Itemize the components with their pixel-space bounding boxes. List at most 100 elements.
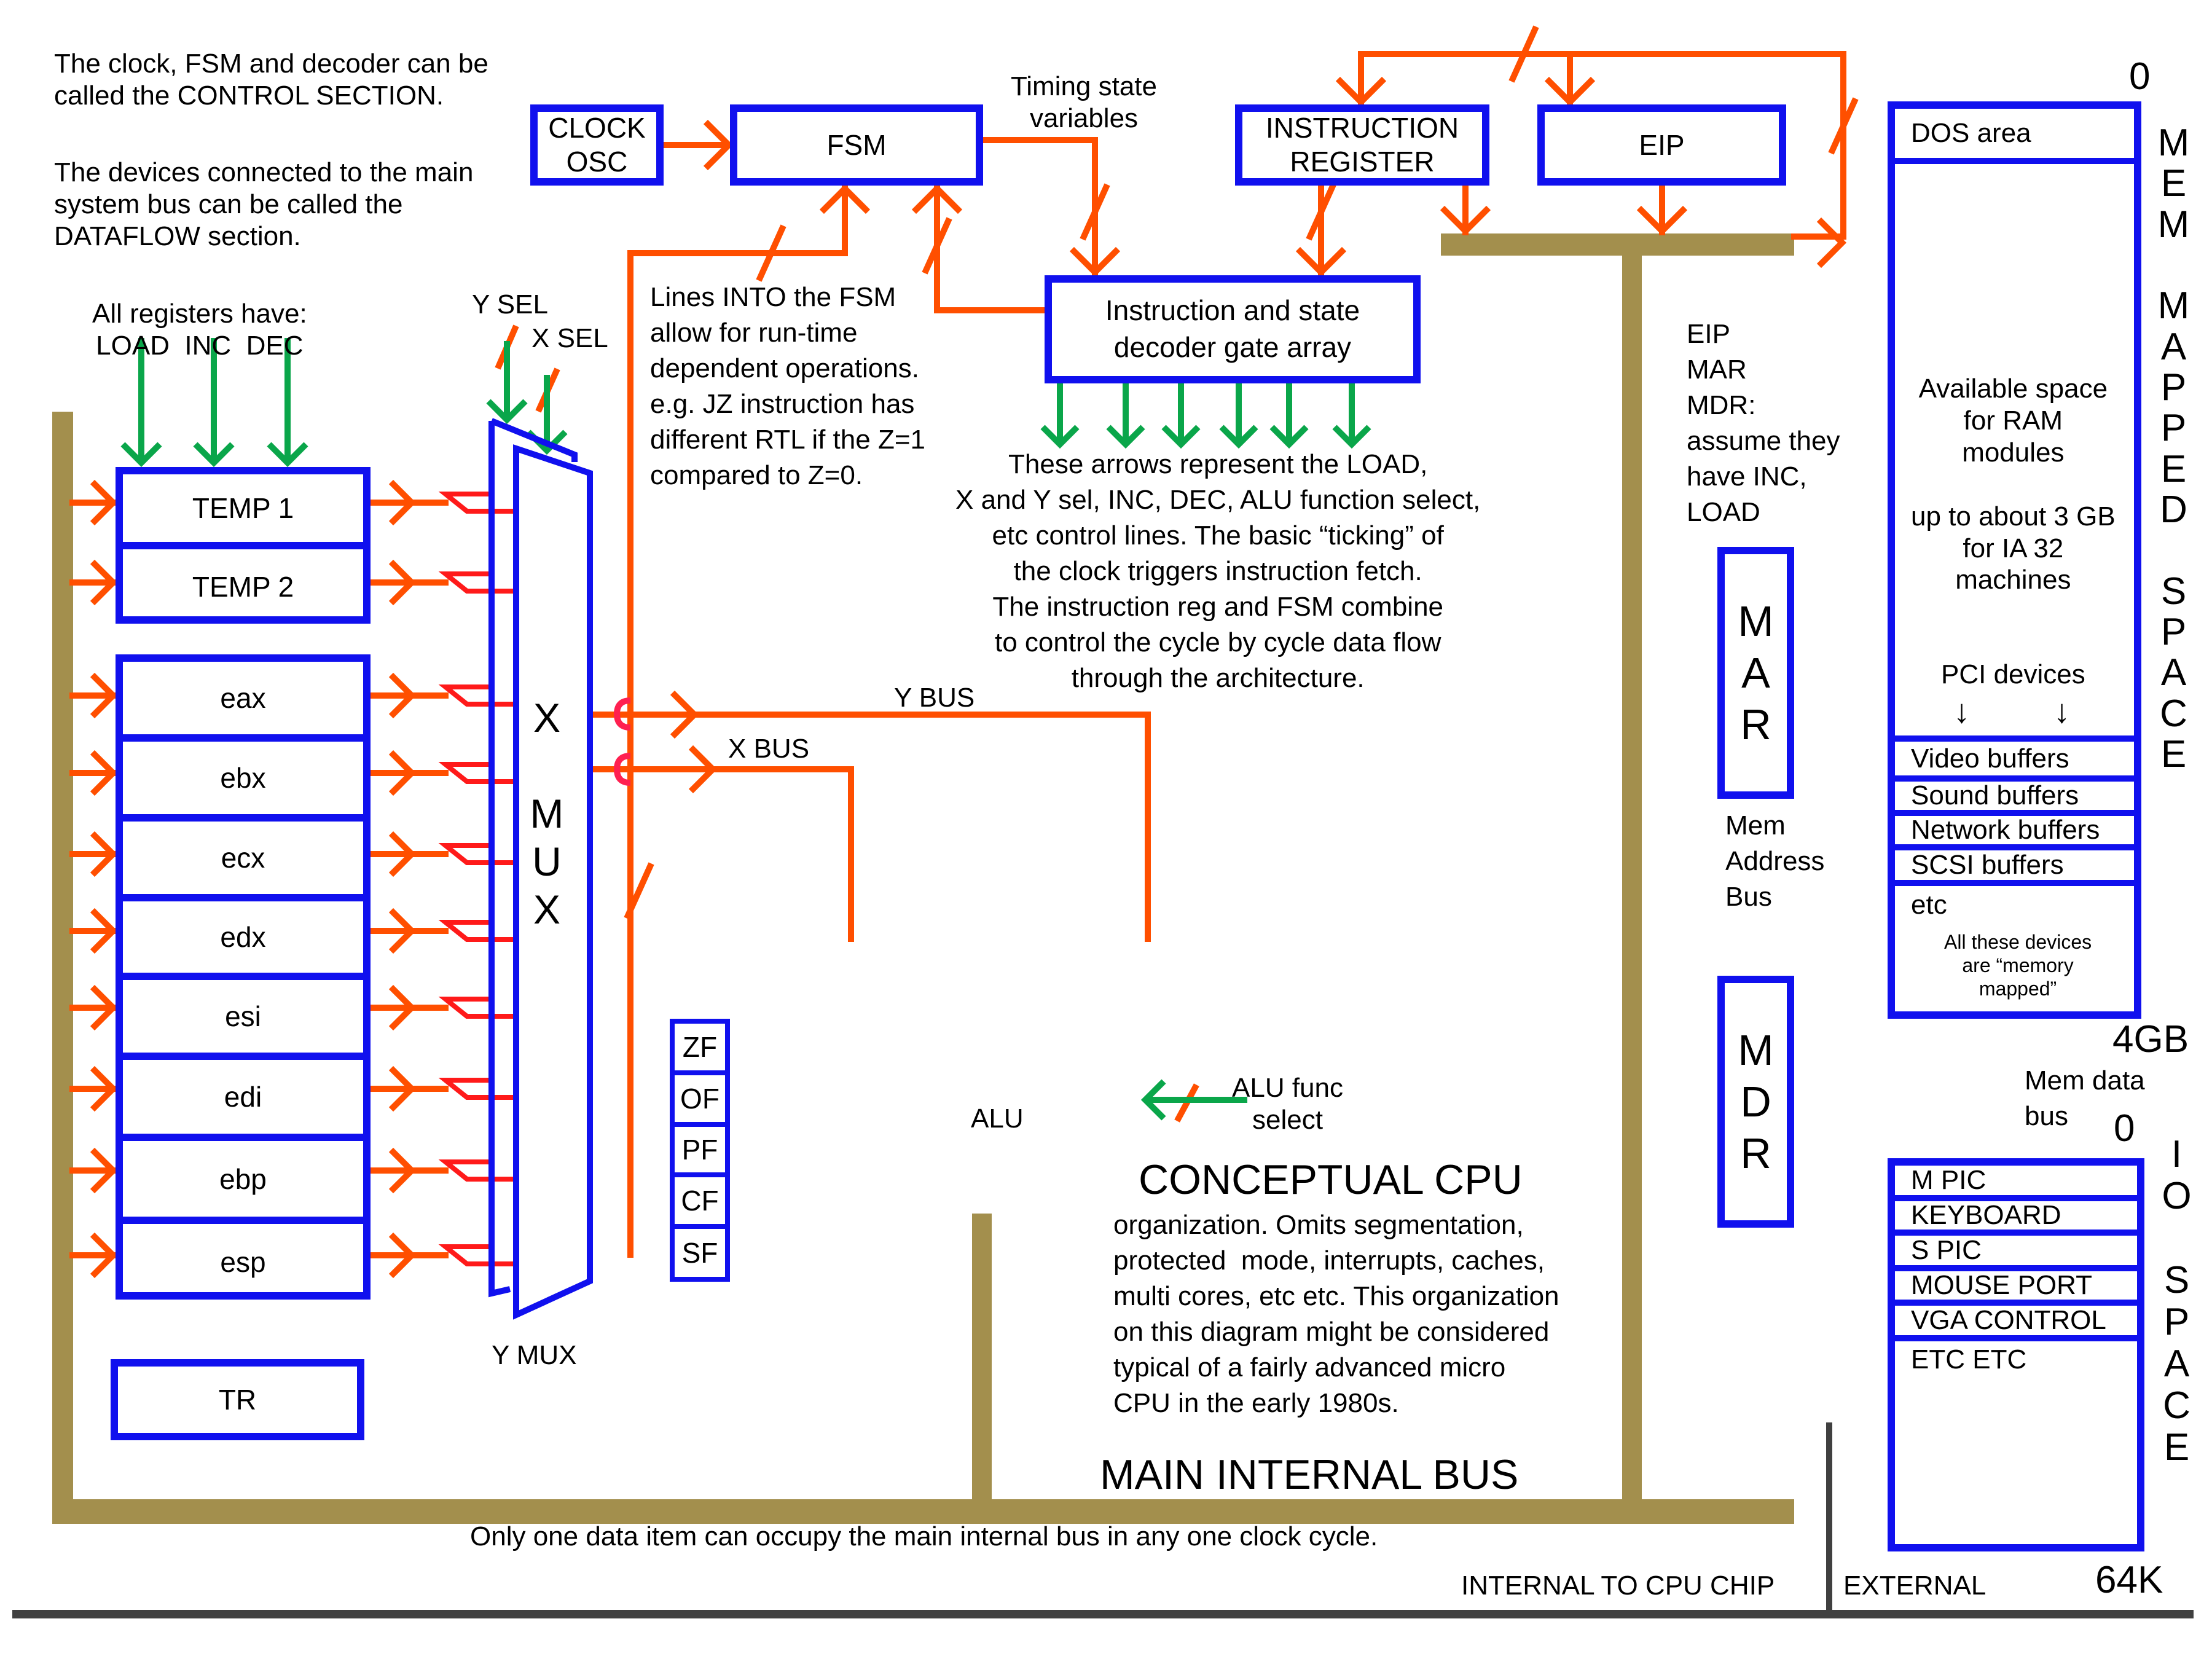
registers-have-note: All registers have: LOAD INC DEC xyxy=(92,299,307,361)
arrowhead-icon xyxy=(388,559,417,606)
alu-helper xyxy=(765,935,1002,1062)
lines-into-fsm-note: Lines INTO the FSM allow for run-time de… xyxy=(650,282,925,491)
alu-helper xyxy=(765,935,1003,1062)
control-arrow-icon xyxy=(1219,425,1258,449)
fsm-box: FSM xyxy=(730,104,983,186)
control-arrow-icon xyxy=(1332,425,1371,449)
io-keyboard: KEYBOARD xyxy=(1895,1200,2137,1236)
alu-helper xyxy=(765,935,1003,1062)
alu-helper xyxy=(765,935,1003,1062)
register-temp2: TEMP 2 xyxy=(192,570,294,603)
decoder-to-fsm-wire xyxy=(934,184,1048,313)
memory-map: DOS area Available space for RAM modules… xyxy=(1888,101,2141,1019)
arrowhead-icon xyxy=(90,559,118,606)
mem-pci-devices: PCI devices xyxy=(1941,659,2085,689)
mux-input-tick xyxy=(438,920,516,942)
x-sel-label: X SEL xyxy=(531,323,608,353)
alu-helper xyxy=(765,935,1003,1063)
register-eax: eax xyxy=(123,662,363,742)
io-map-end: 64K xyxy=(2095,1559,2163,1601)
io-mouse-port: MOUSE PORT xyxy=(1895,1270,2137,1306)
conceptual-cpu-title: CONCEPTUAL CPU xyxy=(1139,1156,1523,1203)
y-mux-outline xyxy=(490,418,578,462)
arrowhead-icon xyxy=(90,831,118,877)
control-arrow-icon xyxy=(1040,425,1080,449)
arrowhead-icon xyxy=(90,1232,118,1279)
alu-helper xyxy=(765,935,1003,1062)
alu-helper xyxy=(765,935,1003,1062)
alu-helper xyxy=(765,935,1003,1062)
arrowhead-icon xyxy=(1440,205,1491,236)
chip-boundary-vertical xyxy=(1826,1422,1832,1613)
dataflow-section-note: The devices connected to the main system… xyxy=(54,157,474,251)
arrowhead-icon xyxy=(703,119,734,171)
mar-box: M A R xyxy=(1717,547,1794,799)
alu-helper xyxy=(765,935,1003,1063)
x-bus-label: X BUS xyxy=(728,734,810,764)
control-arrow-icon xyxy=(193,442,235,468)
mem-scsi-buffers: SCSI buffers xyxy=(1895,850,2134,886)
alu-helper xyxy=(765,935,1003,1062)
flag-of: OF xyxy=(675,1075,725,1127)
arrowhead-icon xyxy=(90,750,118,796)
control-arrow-icon xyxy=(267,442,308,468)
mem-network-buffers: Network buffers xyxy=(1895,815,2134,850)
register-esp: esp xyxy=(220,1245,266,1278)
alu-helper xyxy=(765,935,1003,1062)
arrowhead-icon xyxy=(388,831,417,877)
bus-width-slash xyxy=(1508,25,1539,83)
io-map-start: 0 xyxy=(2114,1107,2135,1150)
tr-register-box: TR xyxy=(111,1359,364,1440)
arrowhead-icon xyxy=(1816,217,1847,269)
y-bus-wire xyxy=(587,712,1151,942)
arrowhead-icon xyxy=(90,672,118,719)
alu-label: ALU xyxy=(971,1104,1024,1134)
control-lines xyxy=(120,338,1371,1121)
alu-helper xyxy=(765,935,1003,1062)
arrowhead-icon xyxy=(1295,246,1347,277)
io-etc: ETC ETC xyxy=(1911,1344,2027,1375)
main-bus-right-vertical xyxy=(1622,246,1642,1512)
y-sel-label: Y SEL xyxy=(472,289,548,320)
alu-helper xyxy=(765,935,1003,1062)
alu-helper xyxy=(765,935,1003,1062)
arrowhead-icon xyxy=(388,984,417,1031)
arrowhead-icon xyxy=(388,672,417,719)
arrowhead-icon xyxy=(388,1232,417,1279)
y-sel-arrow-icon xyxy=(486,399,528,425)
mem-sound-buffers: Sound buffers xyxy=(1895,780,2134,816)
flag-pf: PF xyxy=(675,1127,725,1177)
alu-helper xyxy=(765,935,1003,1062)
mux-input-tick xyxy=(438,1244,516,1266)
register-esi: esi xyxy=(123,980,363,1060)
register-edx: edx xyxy=(123,901,363,980)
internal-label: INTERNAL TO CPU CHIP xyxy=(1461,1571,1775,1601)
general-register-block: eax ebx ecx edx esi edi ebp esp xyxy=(116,654,371,1300)
arrowhead-icon xyxy=(688,745,718,794)
eip-mar-mdr-note: EIP MAR MDR: assume they have INC, LOAD xyxy=(1687,319,1840,528)
arrowhead-icon xyxy=(90,1065,118,1112)
alu-helper xyxy=(765,935,1003,1062)
control-arrow-icon xyxy=(1269,425,1309,449)
control-arrow-icon xyxy=(120,442,162,468)
mem-map-end: 4GB xyxy=(2112,1018,2189,1061)
timing-state-note: Timing state variables xyxy=(1011,71,1158,133)
io-map: M PIC KEYBOARD S PIC MOUSE PORT VGA CONT… xyxy=(1888,1158,2144,1551)
mem-map-start: 0 xyxy=(2129,55,2151,98)
arrowhead-icon xyxy=(670,690,699,739)
x-mux-label: X M U X xyxy=(530,695,564,932)
instruction-register-box: INSTRUCTION REGISTER xyxy=(1235,104,1489,186)
alu-helper xyxy=(765,935,1003,1062)
mem-mapped-space-label: M E M M A P P E D S P A C E xyxy=(2157,122,2190,775)
alu-helper xyxy=(765,935,1003,1063)
alu-helper xyxy=(765,935,1002,1062)
conceptual-cpu-body: organization. Omits segmentation, protec… xyxy=(1113,1210,1559,1419)
alu-helper xyxy=(765,935,1003,1062)
mux-input-tick xyxy=(438,571,516,594)
temp-register-block: TEMP 1 TEMP 2 xyxy=(116,467,371,624)
arrowhead-icon xyxy=(90,1147,118,1194)
mux-input-tick xyxy=(438,997,516,1019)
alu-helper xyxy=(765,935,1003,1062)
